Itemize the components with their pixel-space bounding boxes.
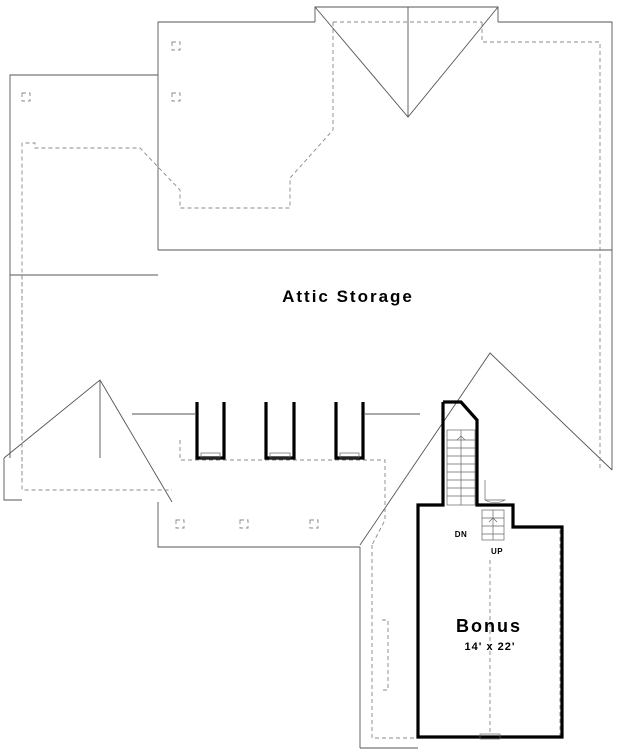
bonus-room-dimensions: 14' x 22' xyxy=(465,641,516,653)
post-markers xyxy=(21,41,319,529)
stair-down-label: DN xyxy=(455,530,468,539)
staircase xyxy=(446,429,507,541)
roof-outline xyxy=(3,6,613,749)
bonus-window xyxy=(479,733,501,740)
bonus-room-walls xyxy=(416,400,564,739)
hidden-lines xyxy=(21,21,601,739)
stair-up-label: UP xyxy=(491,547,503,556)
attic-storage-label: Attic Storage xyxy=(282,287,414,306)
dormers xyxy=(195,402,365,460)
bonus-room-label: Bonus xyxy=(456,616,522,636)
